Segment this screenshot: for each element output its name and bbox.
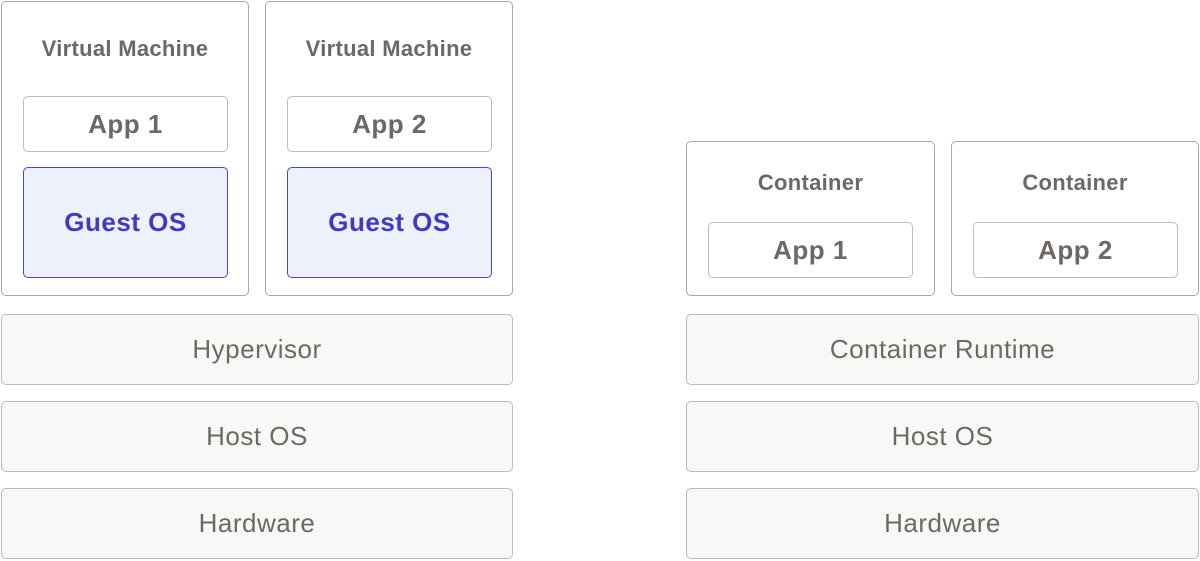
- container1-app-box: App 1: [708, 222, 913, 278]
- container-2: Container App 2: [951, 141, 1199, 296]
- vm1-guest-os-box: Guest OS: [23, 167, 228, 278]
- container-2-title: Container: [1022, 170, 1128, 195]
- vm2-guest-os-box: Guest OS: [287, 167, 492, 278]
- vm1-app-box: App 1: [23, 96, 228, 152]
- virtual-machine-2-title: Virtual Machine: [305, 36, 473, 61]
- container-1-title: Container: [757, 170, 864, 195]
- container-hardware-layer: Hardware: [686, 488, 1199, 559]
- virtual-machine-1: Virtual Machine App 1 Guest OS: [1, 1, 249, 296]
- vm-host-os-layer: Host OS: [1, 401, 513, 472]
- container-runtime-layer: Container Runtime: [686, 314, 1199, 385]
- virtual-machine-1-title: Virtual Machine: [41, 36, 209, 61]
- hypervisor-layer: Hypervisor: [1, 314, 513, 385]
- vm-hardware-layer: Hardware: [1, 488, 513, 559]
- container2-app-box: App 2: [973, 222, 1178, 278]
- container-host-os-layer: Host OS: [686, 401, 1199, 472]
- vm2-app-box: App 2: [287, 96, 492, 152]
- container-1: Container App 1: [686, 141, 935, 296]
- virtual-machine-2: Virtual Machine App 2 Guest OS: [265, 1, 513, 296]
